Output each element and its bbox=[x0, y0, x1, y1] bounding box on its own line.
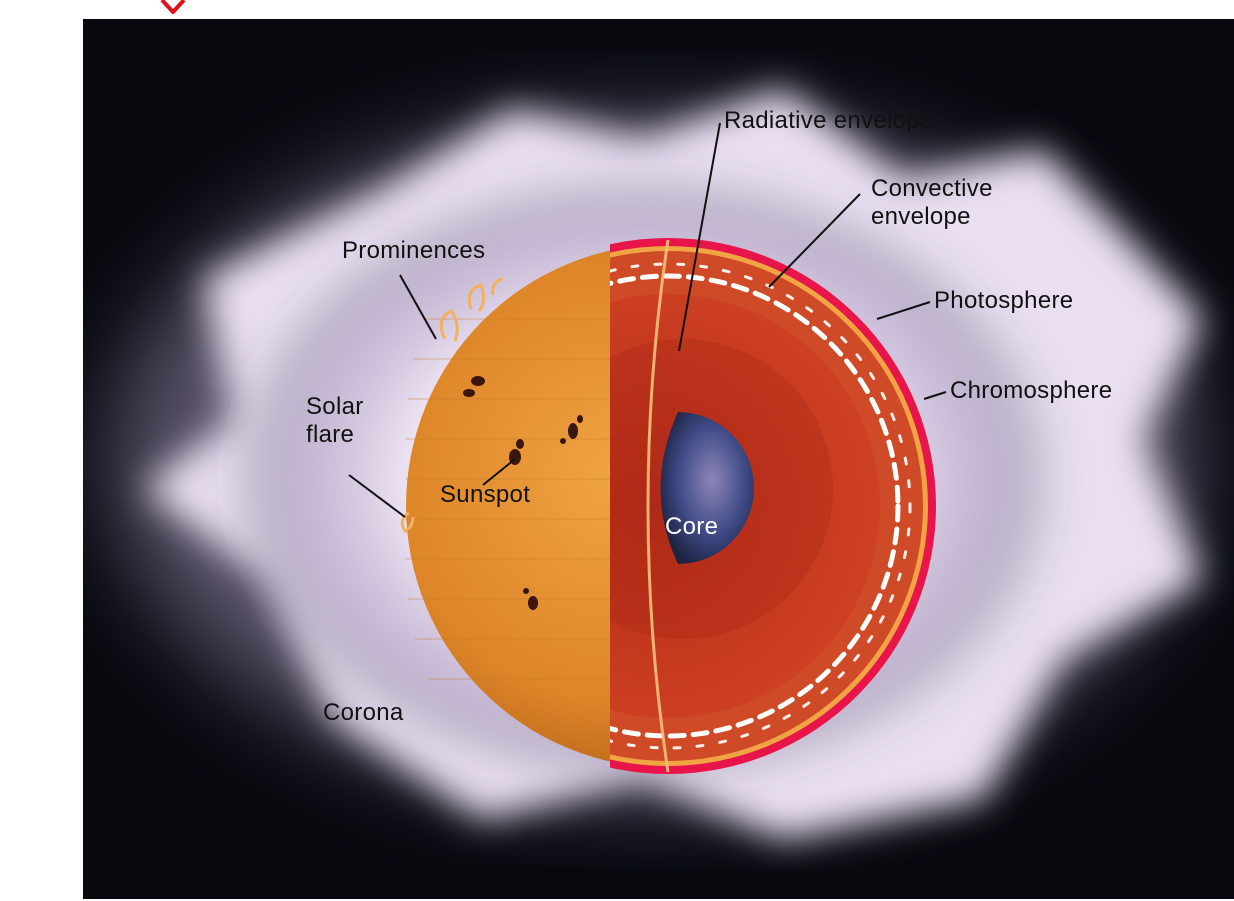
chromosphere-label: Chromosphere bbox=[950, 377, 1112, 405]
prominences-label: Prominences bbox=[342, 237, 485, 265]
core-label: Core bbox=[665, 513, 718, 541]
sunspot-label: Sunspot bbox=[440, 481, 530, 509]
sun-illustration bbox=[83, 19, 1234, 899]
corona-label: Corona bbox=[323, 699, 404, 727]
convective-envelope-label: Convective envelope bbox=[871, 175, 993, 230]
sun-structure-diagram: Radiative envelope Convective envelope P… bbox=[83, 19, 1234, 899]
solar-flare-label: Solar flare bbox=[306, 393, 364, 448]
red-corner-mark bbox=[160, 0, 186, 14]
photosphere-label: Photosphere bbox=[934, 287, 1073, 315]
radiative-envelope-label: Radiative envelope bbox=[724, 107, 934, 135]
